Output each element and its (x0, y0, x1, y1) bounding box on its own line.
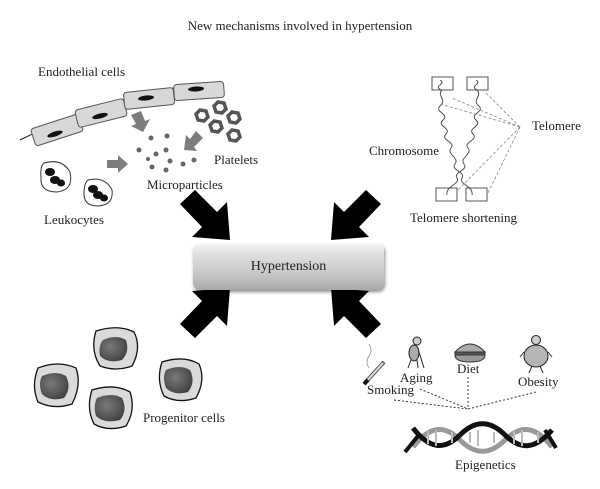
diet-label: Diet (457, 361, 480, 376)
arrow-bottom-right-icon (331, 288, 381, 338)
endothelial-to-microparticles-arrow (131, 111, 150, 132)
diagram-title: New mechanisms involved in hypertension (187, 18, 413, 33)
leukocytes-icon (40, 161, 113, 207)
endothelial-cells-label: Endothelial cells (38, 64, 126, 79)
main-arrows (180, 190, 381, 338)
endothelial-cells-icon (19, 80, 225, 147)
dna-helix-icon (403, 421, 558, 454)
small-arrows (107, 111, 203, 173)
arrow-top-right-icon (331, 190, 381, 240)
chromosome-icon (431, 76, 489, 202)
platelets-label: Platelets (214, 152, 259, 167)
leukocytes-label: Leukocytes (44, 212, 104, 227)
progenitor-cells-label: Progenitor cells (143, 410, 225, 425)
aging-person-icon (407, 336, 425, 369)
leukocytes-to-microparticles-arrow (107, 155, 128, 173)
epigenetics-label: Epigenetics (455, 457, 516, 472)
platelets-to-microparticles-arrow (184, 131, 203, 151)
telomere-shortening-label: Telomere shortening (410, 210, 518, 225)
progenitor-cells-icon (33, 327, 203, 430)
obesity-label: Obesity (518, 374, 559, 389)
obesity-person-icon (519, 335, 553, 374)
platelets-icon (193, 100, 243, 143)
arrow-bottom-left-icon (180, 288, 230, 338)
epigenetics-dotted-lines (393, 377, 537, 410)
chromosome-label: Chromosome (369, 143, 440, 158)
diet-burger-icon (453, 343, 487, 363)
arrow-top-left-icon (180, 190, 230, 240)
telomere-pointer-lines (439, 91, 521, 194)
telomere-label: Telomere (532, 118, 581, 133)
cigarette-icon (362, 343, 386, 386)
smoking-label: Smoking (367, 382, 414, 397)
hypertension-label: Hypertension (250, 258, 327, 274)
aging-label: Aging (400, 370, 433, 385)
microparticles-label: Microparticles (147, 177, 223, 192)
hypertension-box: Hypertension (193, 243, 384, 290)
microparticles-icon (136, 133, 197, 173)
